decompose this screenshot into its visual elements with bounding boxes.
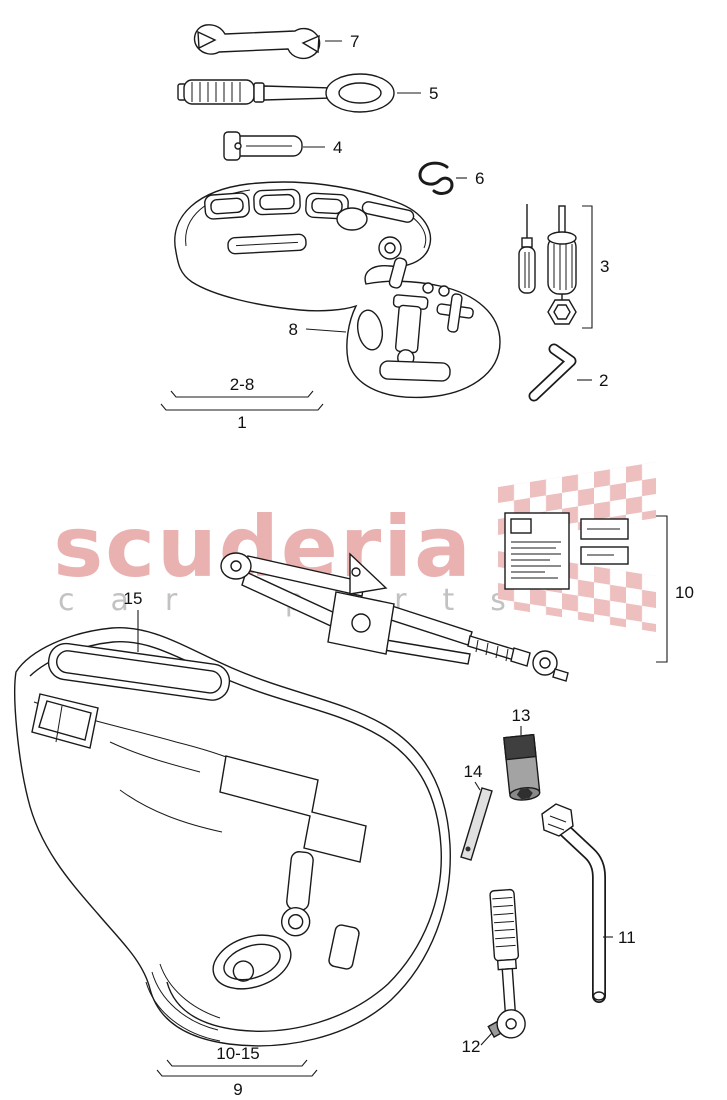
- callout-13: 13: [512, 706, 531, 725]
- screwdrivers: [518, 204, 577, 325]
- callout-3: 3: [600, 257, 609, 276]
- callout-1: 1: [237, 413, 246, 432]
- callout-14: 14: [464, 762, 483, 781]
- callout-4: 4: [333, 138, 342, 157]
- callout-8: 8: [289, 320, 298, 339]
- callout-9: 9: [233, 1080, 242, 1099]
- group-bracket-bottom: 10-15 9: [156, 1044, 318, 1099]
- towing-hook-tool: [177, 73, 395, 113]
- callout-10-15: 10-15: [216, 1044, 259, 1063]
- callout-15: 15: [124, 589, 143, 608]
- hex-key: [528, 343, 577, 402]
- tool-tray-foam: [174, 181, 501, 399]
- callout-2: 2: [599, 371, 608, 390]
- sticker-labels: [580, 518, 629, 565]
- scissor-jack: [220, 552, 569, 682]
- callout-7: 7: [350, 32, 359, 51]
- callout-10: 10: [675, 583, 694, 602]
- callout-2-8: 2-8: [230, 375, 255, 394]
- callout-12: 12: [462, 1037, 481, 1056]
- extension-pin: [460, 787, 493, 861]
- callout-6: 6: [475, 169, 484, 188]
- open-end-wrench: [193, 24, 321, 60]
- torque-wrench: [487, 888, 526, 1039]
- clip-tool: [223, 131, 303, 161]
- wheel-bolt-socket: [503, 733, 541, 801]
- instruction-sheet: [504, 512, 570, 590]
- foam-insert: [14, 627, 451, 1047]
- callout-5: 5: [429, 84, 438, 103]
- wire-hook: [418, 161, 454, 195]
- wheel-bolt-wrench: [541, 803, 606, 1003]
- callout-11: 11: [618, 928, 636, 947]
- group-bracket-top: 2-8 1: [160, 375, 324, 432]
